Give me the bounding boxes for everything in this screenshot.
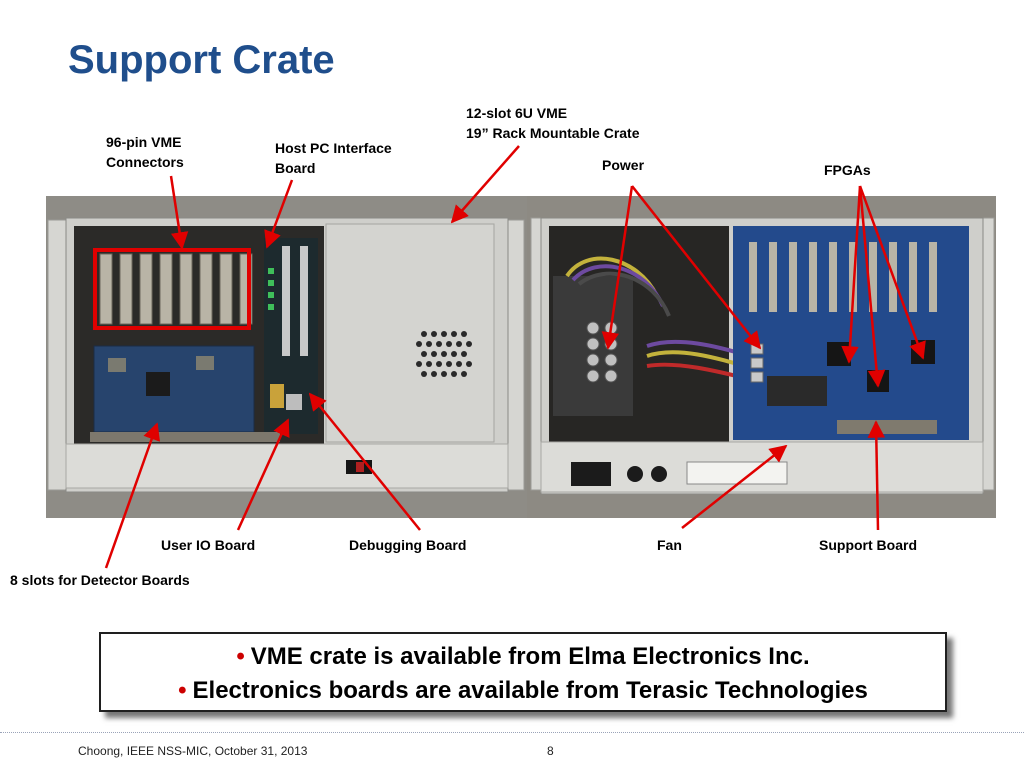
label-crate: 12-slot 6U VME 19” Rack Mountable Crate <box>466 103 640 143</box>
crate-rear-photo <box>527 196 996 518</box>
bullet-text-elma: VME crate is available from Elma Electro… <box>250 643 810 670</box>
label-host-pc-line2: Board <box>275 160 316 176</box>
label-power: Power <box>602 157 645 173</box>
label-fpgas: FPGAs <box>824 162 871 178</box>
label-vme-connectors: 96-pin VME Connectors <box>106 132 184 172</box>
crate-front-photo <box>46 196 527 518</box>
label-host-pc-board: Host PC Interface Board <box>275 138 392 178</box>
bullet-dot: • <box>178 677 187 704</box>
label-support-board: Support Board <box>819 537 917 553</box>
label-debugging-board: Debugging Board <box>349 537 467 553</box>
label-crate-line1: 12-slot 6U VME <box>466 105 568 121</box>
footer-divider <box>0 732 1024 733</box>
slide-title: Support Crate <box>68 38 335 82</box>
label-vme-connectors-line2: Connectors <box>106 154 184 170</box>
info-callout: •VME crate is available from Elma Electr… <box>99 632 947 712</box>
label-vme-connectors-line1: 96-pin VME <box>106 134 182 150</box>
crate-rear-illustration <box>527 196 996 518</box>
label-host-pc-line1: Host PC Interface <box>275 140 392 156</box>
label-fan: Fan <box>657 537 682 553</box>
page-number: 8 <box>547 744 554 758</box>
bullet-dot: • <box>236 643 245 670</box>
bullet-item: •VME crate is available from Elma Electr… <box>101 640 945 674</box>
label-user-io-board: User IO Board <box>161 537 256 553</box>
bullet-item: •Electronics boards are available from T… <box>101 674 945 708</box>
bullet-text-terasic: Electronics boards are available from Te… <box>192 677 868 704</box>
footer-citation: Choong, IEEE NSS-MIC, October 31, 2013 <box>78 744 308 758</box>
crate-front-illustration <box>46 196 527 518</box>
label-detector-slots: 8 slots for Detector Boards <box>10 572 190 588</box>
label-crate-line2: 19” Rack Mountable Crate <box>466 125 640 141</box>
